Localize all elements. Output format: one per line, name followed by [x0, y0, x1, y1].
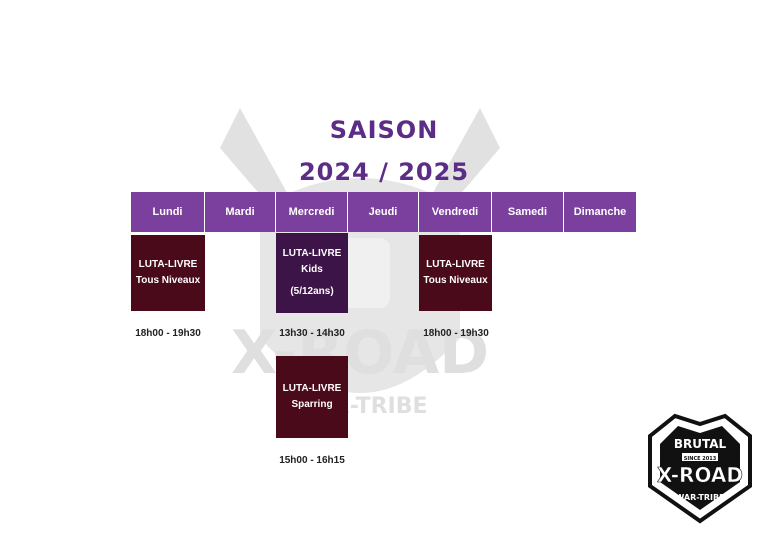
svg-text:X-ROAD: X-ROAD [231, 318, 489, 388]
svg-text:SINCE 2013: SINCE 2013 [684, 456, 717, 462]
day-header-vendredi: Vendredi [419, 192, 492, 232]
class-name: LUTA-LIVRE [426, 259, 485, 270]
class-level: Tous Niveaux [135, 275, 201, 286]
season-title: SAISON [329, 116, 439, 144]
class-name: LUTA-LIVRE [282, 383, 342, 394]
class-block-lundi: LUTA-LIVRE Tous Niveaux [131, 235, 205, 311]
class-level: Kids [301, 264, 323, 275]
class-block-mercredi-kids: LUTA-LIVRE Kids (5/12ans) [276, 233, 348, 313]
svg-text:BRUTAL: BRUTAL [674, 437, 727, 451]
season-years: 2024 / 2025 [298, 158, 470, 186]
day-header-samedi: Samedi [492, 192, 564, 232]
class-level: Tous Niveaux [423, 275, 488, 286]
class-time-vendredi: 18h00 - 19h30 [423, 328, 489, 339]
class-block-vendredi: LUTA-LIVRE Tous Niveaux [419, 235, 492, 311]
xroad-logo: BRUTAL SINCE 2013 X-ROAD WAR-TRIBE [648, 413, 752, 524]
day-header-mercredi: Mercredi [276, 192, 348, 232]
svg-text:X-ROAD: X-ROAD [657, 463, 743, 487]
class-block-mercredi-sparring: LUTA-LIVRE Sparring [276, 356, 348, 438]
class-name: LUTA-LIVRE [282, 248, 342, 259]
day-header-dimanche: Dimanche [564, 192, 636, 232]
class-age: (5/12ans) [290, 286, 334, 297]
class-name: LUTA-LIVRE [138, 259, 198, 270]
day-header-mardi: Mardi [205, 192, 276, 232]
svg-text:WAR-TRIBE: WAR-TRIBE [675, 493, 724, 502]
class-time-mercredi-kids: 13h30 - 14h30 [279, 328, 345, 339]
class-time-mercredi-sparring: 15h00 - 16h15 [279, 455, 345, 466]
day-header-lundi: Lundi [131, 192, 205, 232]
class-level: Sparring [291, 399, 333, 410]
day-header-jeudi: Jeudi [348, 192, 419, 232]
class-time-lundi: 18h00 - 19h30 [135, 328, 201, 339]
